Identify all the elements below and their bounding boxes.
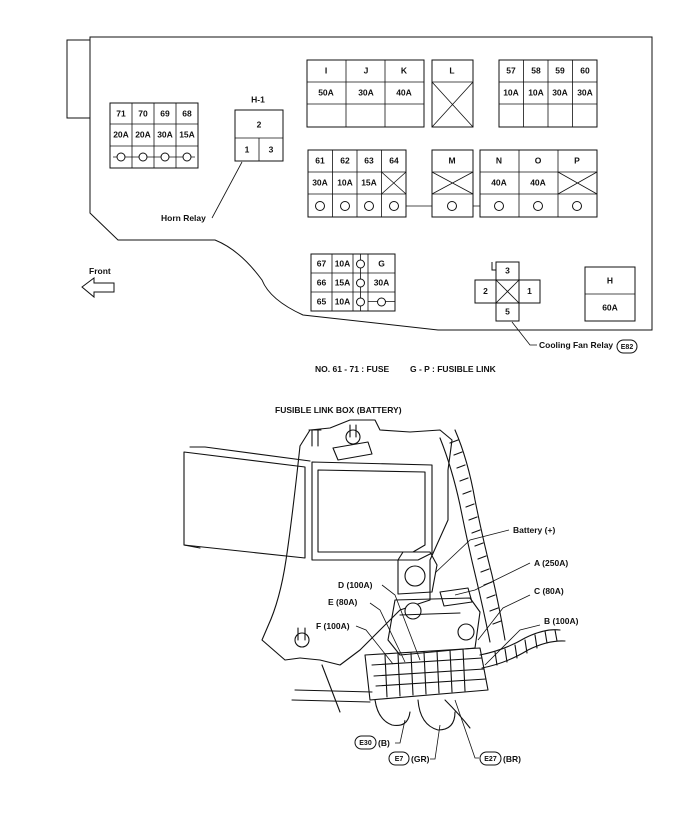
battery-positive-label: Battery (+) (513, 525, 555, 535)
link-rating: 40A (530, 177, 546, 187)
fuse-rating: 15A (361, 177, 377, 187)
fuse-rating: 30A (312, 177, 328, 187)
fuse-rating: 10A (337, 177, 353, 187)
relay-pin: 3 (505, 265, 510, 275)
link-label: K (401, 65, 408, 75)
link-rating: 50A (318, 87, 334, 97)
fuse-number: 64 (389, 155, 399, 165)
connector-color: (BR) (503, 754, 521, 764)
link-c-label: C (80A) (534, 586, 564, 596)
horn-relay-callout: Horn Relay (161, 213, 206, 223)
cooling-fan-relay: 3 2 1 5 Cooling Fan Relay E82 (474, 261, 638, 354)
fuse-number: 58 (531, 65, 541, 75)
cooling-fan-relay-callout: Cooling Fan Relay (539, 340, 613, 350)
legend: NO. 61 - 71 : FUSE G - P : FUSIBLE LINK (315, 364, 497, 374)
link-label: J (364, 65, 369, 75)
fuse-number: 57 (506, 65, 516, 75)
fusible-link-note: G - P : FUSIBLE LINK (410, 364, 497, 374)
fuse-rating: 20A (113, 129, 129, 139)
fuse-rating: 20A (135, 129, 151, 139)
link-label: I (325, 65, 327, 75)
battery-callouts: Battery (+) A (250A) C (80A) B (100A) D … (316, 525, 579, 766)
relay-pin: 5 (505, 306, 510, 316)
fuse-group-57-60: 57 58 59 60 10A 10A 30A 30A (498, 59, 598, 128)
relay-pin: 1 (245, 144, 250, 154)
fuse-number: 63 (364, 155, 374, 165)
link-rating: 30A (358, 87, 374, 97)
connector-color: (B) (378, 738, 390, 748)
relay-pin: 2 (257, 119, 262, 129)
connector-color: (GR) (411, 754, 430, 764)
fuse-rating: 10A (335, 258, 351, 268)
link-label: M (448, 155, 455, 165)
link-label: O (535, 155, 542, 165)
fuse-number: 67 (317, 258, 327, 268)
front-label: Front (89, 266, 111, 276)
connector-id: E27 (484, 756, 497, 763)
link-label: N (496, 155, 502, 165)
fuse-number: 62 (340, 155, 350, 165)
fuse-rating: 10A (335, 296, 351, 306)
link-a-label: A (250A) (534, 558, 568, 568)
link-label: H (607, 275, 613, 285)
fuse-number: 66 (317, 277, 327, 287)
battery-illustration (183, 419, 566, 731)
fuse-number: 59 (555, 65, 565, 75)
fuse-relay-panel (66, 36, 653, 331)
relay-pin: 3 (269, 144, 274, 154)
fuse-number: 71 (116, 108, 126, 118)
connector-id: E30 (359, 740, 372, 747)
fuse-note: NO. 61 - 71 : FUSE (315, 364, 389, 374)
fuse-rating: 30A (577, 87, 593, 97)
fuse-group-68-71: 71 70 69 68 20A 20A 30A 15A (109, 102, 199, 169)
link-f-label: F (100A) (316, 621, 350, 631)
link-e-label: E (80A) (328, 597, 357, 607)
fusible-link-l: L (431, 59, 474, 128)
link-rating: 30A (374, 277, 390, 287)
fuse-number: 65 (317, 296, 327, 306)
horn-relay-title: H-1 (251, 94, 265, 104)
fuse-rating: 15A (179, 129, 195, 139)
fuse-number: 70 (138, 108, 148, 118)
link-rating: 60A (602, 302, 618, 312)
fuse-number: 61 (315, 155, 325, 165)
link-b-label: B (100A) (544, 616, 579, 626)
fuse-rating: 10A (528, 87, 544, 97)
horn-relay: H-1 2 1 3 Horn Relay (161, 94, 284, 223)
front-arrow-icon (81, 277, 115, 299)
link-rating: 40A (396, 87, 412, 97)
link-label: G (378, 258, 385, 268)
connector-id: E7 (395, 756, 404, 763)
relay-pin: 1 (527, 286, 532, 296)
fuse-number: 69 (160, 108, 170, 118)
fuse-rating: 30A (552, 87, 568, 97)
fuse-number: 68 (182, 108, 192, 118)
fuse-link-row-middle: 61 62 63 64 30A 10A 15A M N O P 40A 40A (307, 149, 598, 218)
fuse-number: 60 (580, 65, 590, 75)
link-d-label: D (100A) (338, 580, 373, 590)
fusible-link-h: H 60A (584, 266, 636, 322)
front-direction-indicator: Front (81, 266, 115, 299)
fusible-links-ijk: I J K 50A 30A 40A (306, 59, 425, 128)
fuse-rating: 30A (157, 129, 173, 139)
fuse-group-65-67: 67 66 65 10A 15A 10A G 30A (310, 253, 396, 312)
relay-pin: 2 (483, 286, 488, 296)
link-rating: 40A (491, 177, 507, 187)
fuse-rating: 15A (335, 277, 351, 287)
battery-box-title: FUSIBLE LINK BOX (BATTERY) (275, 405, 402, 415)
connector-id: E82 (621, 344, 634, 351)
link-label: L (449, 65, 454, 75)
fuse-rating: 10A (503, 87, 519, 97)
link-label: P (574, 155, 580, 165)
